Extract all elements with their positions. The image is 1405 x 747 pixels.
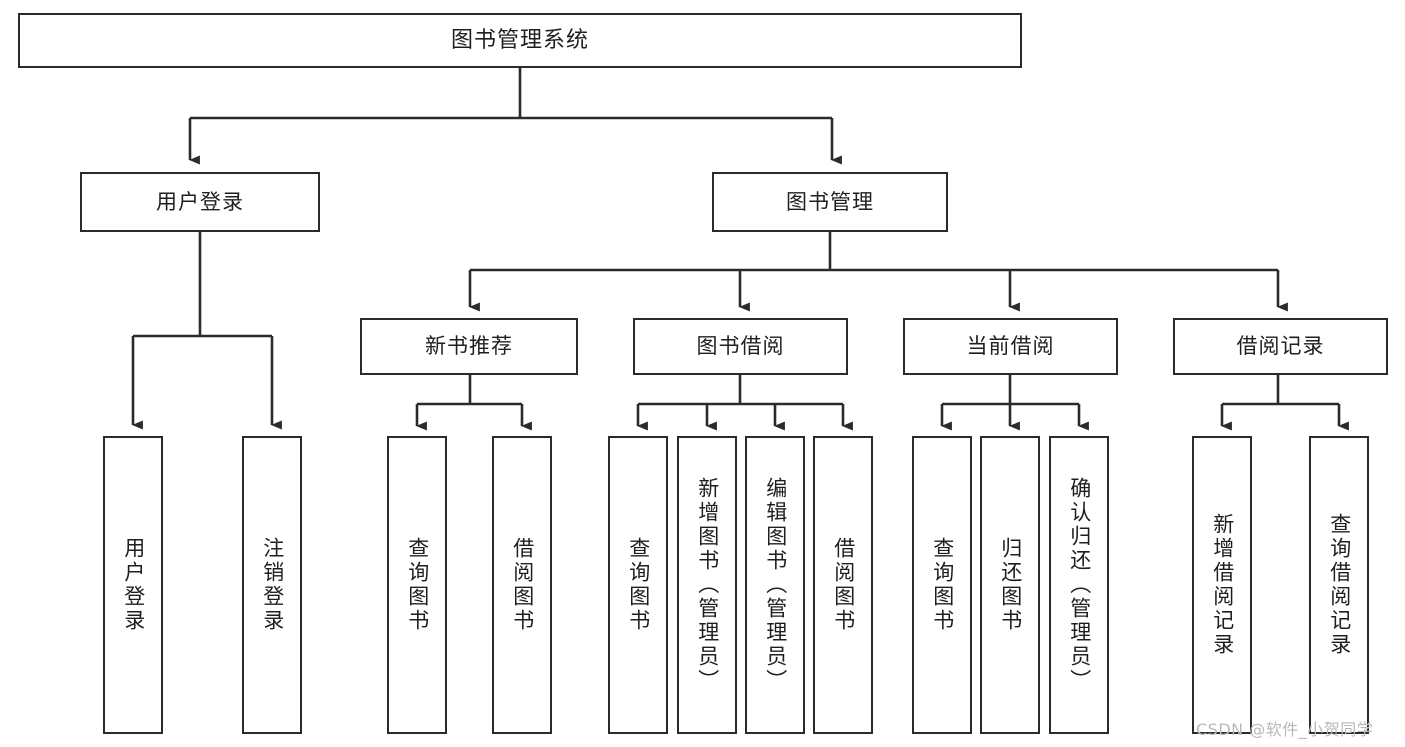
node-borrow-records[interactable]: 借阅记录: [1173, 318, 1388, 375]
node-book-borrow[interactable]: 图书借阅: [633, 318, 848, 375]
node-label: 借阅图书: [510, 537, 535, 633]
leaf-user-login[interactable]: 用户登录: [103, 436, 163, 734]
node-label: 用户登录: [121, 537, 146, 633]
node-label: 借阅记录: [1236, 334, 1325, 359]
node-label: 查询图书: [930, 537, 955, 633]
node-label: 新增图书（管理员）: [695, 477, 720, 693]
leaf-query-book-newbook[interactable]: 查询图书: [387, 436, 447, 734]
node-label: 新增借阅记录: [1210, 513, 1235, 657]
node-label: 编辑图书（管理员）: [763, 477, 788, 693]
node-label: 当前借阅: [966, 334, 1055, 359]
leaf-add-book-admin[interactable]: 新增图书（管理员）: [677, 436, 737, 734]
leaf-edit-book-admin[interactable]: 编辑图书（管理员）: [745, 436, 805, 734]
node-user-login[interactable]: 用户登录: [80, 172, 320, 232]
leaf-borrow-book-newbook[interactable]: 借阅图书: [492, 436, 552, 734]
node-label: 用户登录: [156, 189, 244, 214]
node-label: 查询借阅记录: [1327, 513, 1352, 657]
csdn-watermark: CSDN @软件_小贺同学: [1196, 720, 1374, 739]
leaf-add-borrow-record[interactable]: 新增借阅记录: [1192, 436, 1252, 734]
leaf-query-book-current[interactable]: 查询图书: [912, 436, 972, 734]
node-root-system[interactable]: 图书管理系统: [18, 13, 1022, 68]
leaf-confirm-return-admin[interactable]: 确认归还（管理员）: [1049, 436, 1109, 734]
node-label: 查询图书: [626, 537, 651, 633]
node-label: 图书管理系统: [450, 27, 589, 53]
node-label: 借阅图书: [831, 537, 856, 633]
node-label: 归还图书: [998, 537, 1023, 633]
node-label: 确认归还（管理员）: [1067, 477, 1092, 693]
node-new-book-recommend[interactable]: 新书推荐: [360, 318, 578, 375]
node-current-borrow[interactable]: 当前借阅: [903, 318, 1118, 375]
node-label: 新书推荐: [425, 334, 513, 359]
node-book-management[interactable]: 图书管理: [712, 172, 948, 232]
node-label: 注销登录: [260, 537, 285, 633]
leaf-return-book[interactable]: 归还图书: [980, 436, 1040, 734]
leaf-logout[interactable]: 注销登录: [242, 436, 302, 734]
node-label: 图书管理: [786, 189, 874, 214]
leaf-borrow-book[interactable]: 借阅图书: [813, 436, 873, 734]
leaf-query-book-borrow[interactable]: 查询图书: [608, 436, 668, 734]
node-label: 查询图书: [405, 537, 430, 633]
node-label: 图书借阅: [696, 334, 785, 359]
leaf-query-borrow-record[interactable]: 查询借阅记录: [1309, 436, 1369, 734]
